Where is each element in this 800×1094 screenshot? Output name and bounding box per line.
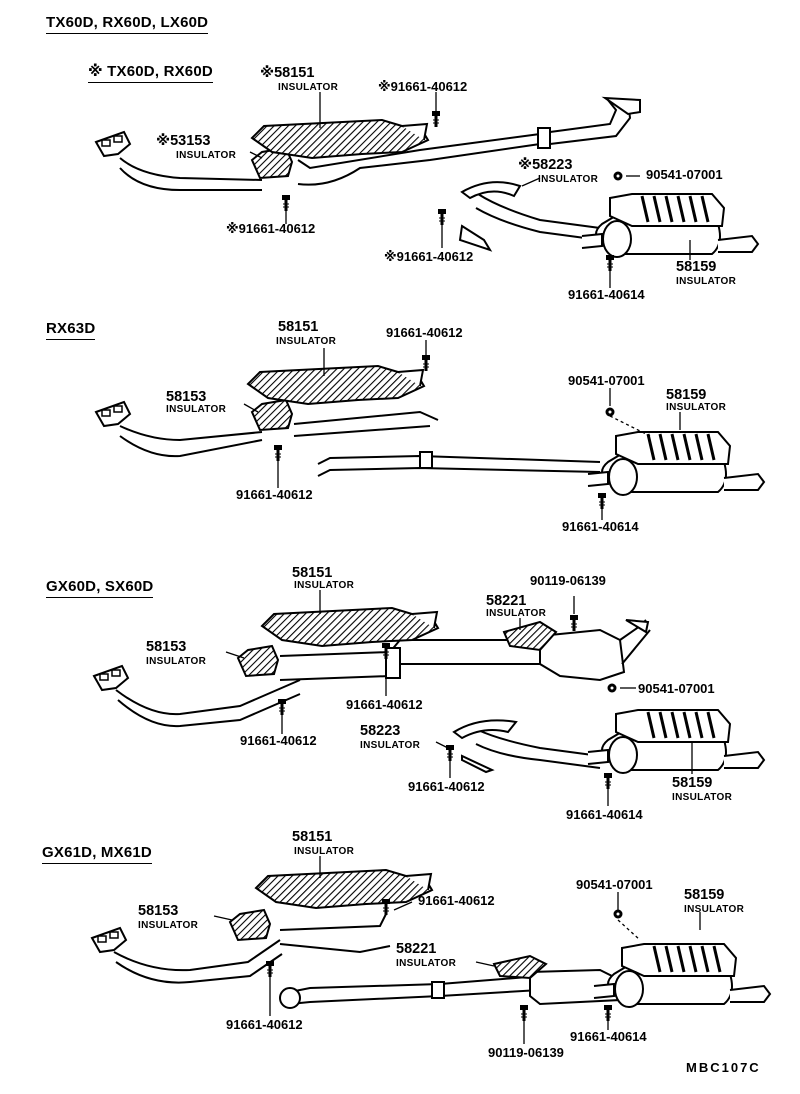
part-desc-58221: INSULATOR [396,958,457,969]
part-number-91661-40614: 91661-40614 [562,519,639,534]
part-desc-58159: INSULATOR [672,792,733,803]
diagram-code: MBC107C [686,1060,761,1075]
part-number-90541-07001: 90541-07001 [646,167,723,182]
section-3-heading: GX60D, SX60D [46,578,154,598]
part-number-58221: 58221 [486,593,527,609]
part-number-91661-40612: 91661-40612 [236,487,313,502]
part-desc-58151: INSULATOR [278,82,339,93]
part-number-91661-40612: ※91661-40612 [226,221,316,236]
part-number-90541-07001: 90541-07001 [576,877,653,892]
part-number-91661-40612: 91661-40612 [226,1017,303,1032]
part-number-90119-06139: 90119-06139 [530,573,606,588]
part-number-53153: ※53153 [156,133,211,149]
part-number-58223: ※58223 [518,157,573,173]
section-1-heading: TX60D, RX60D, LX60D [46,14,209,34]
part-number-58153: 58153 [138,903,179,919]
part-number-91661-40614: 91661-40614 [570,1029,647,1044]
part-number-91661-40612: 91661-40612 [408,779,485,794]
part-number-58223: 58223 [360,723,401,739]
part-number-58159: 58159 [672,775,713,791]
part-number-91661-40612: ※91661-40612 [378,79,468,94]
part-number-58153: 58153 [166,389,207,405]
leader-lines [213,92,701,1044]
part-desc-58153: INSULATOR [138,920,199,931]
part-desc-58223: INSULATOR [538,174,599,185]
part-desc-58223: INSULATOR [360,740,421,751]
part-number-58159: 58159 [684,887,725,903]
part-number-91661-40612: ※91661-40612 [384,249,474,264]
part-number-90541-07001: 90541-07001 [638,681,715,696]
part-desc-58159: INSULATOR [666,402,727,413]
part-desc-58159: INSULATOR [676,276,737,287]
part-number-58151: ※58151 [260,65,315,81]
part-number-91661-40612: 91661-40612 [346,697,423,712]
section-1-subheading: ※ TX60D, RX60D [88,62,213,83]
section-2-heading: RX63D [46,320,96,340]
part-desc-58159: INSULATOR [684,904,745,915]
part-desc-53153: INSULATOR [176,150,237,161]
part-desc-58151: INSULATOR [294,580,355,591]
part-number-58159: 58159 [666,387,707,403]
part-desc-58151: INSULATOR [276,336,337,347]
part-desc-58153: INSULATOR [166,404,227,415]
part-number-91661-40612: 91661-40612 [240,733,317,748]
section-2-drawing [95,353,766,511]
part-number-91661-40614: 91661-40614 [566,807,643,822]
part-desc-58221: INSULATOR [486,608,547,619]
part-number-58221: 58221 [396,941,437,957]
section-3-drawing [93,607,766,791]
part-number-90119-06139: 90119-06139 [488,1045,564,1060]
part-number-58151: 58151 [292,565,333,581]
section-1-drawing [95,96,760,273]
part-number-58151: 58151 [292,829,333,845]
section-4-drawing [91,869,772,1023]
part-number-58153: 58153 [146,639,187,655]
part-number-91661-40614: 91661-40614 [568,287,645,302]
part-number-58151: 58151 [278,319,319,335]
part-number-90541-07001: 90541-07001 [568,373,645,388]
section-4-heading: GX61D, MX61D [42,844,152,864]
part-number-91661-40612: 91661-40612 [418,893,495,908]
part-desc-58153: INSULATOR [146,656,207,667]
part-number-58159: 58159 [676,259,717,275]
part-number-91661-40612: 91661-40612 [386,325,463,340]
part-desc-58151: INSULATOR [294,846,355,857]
